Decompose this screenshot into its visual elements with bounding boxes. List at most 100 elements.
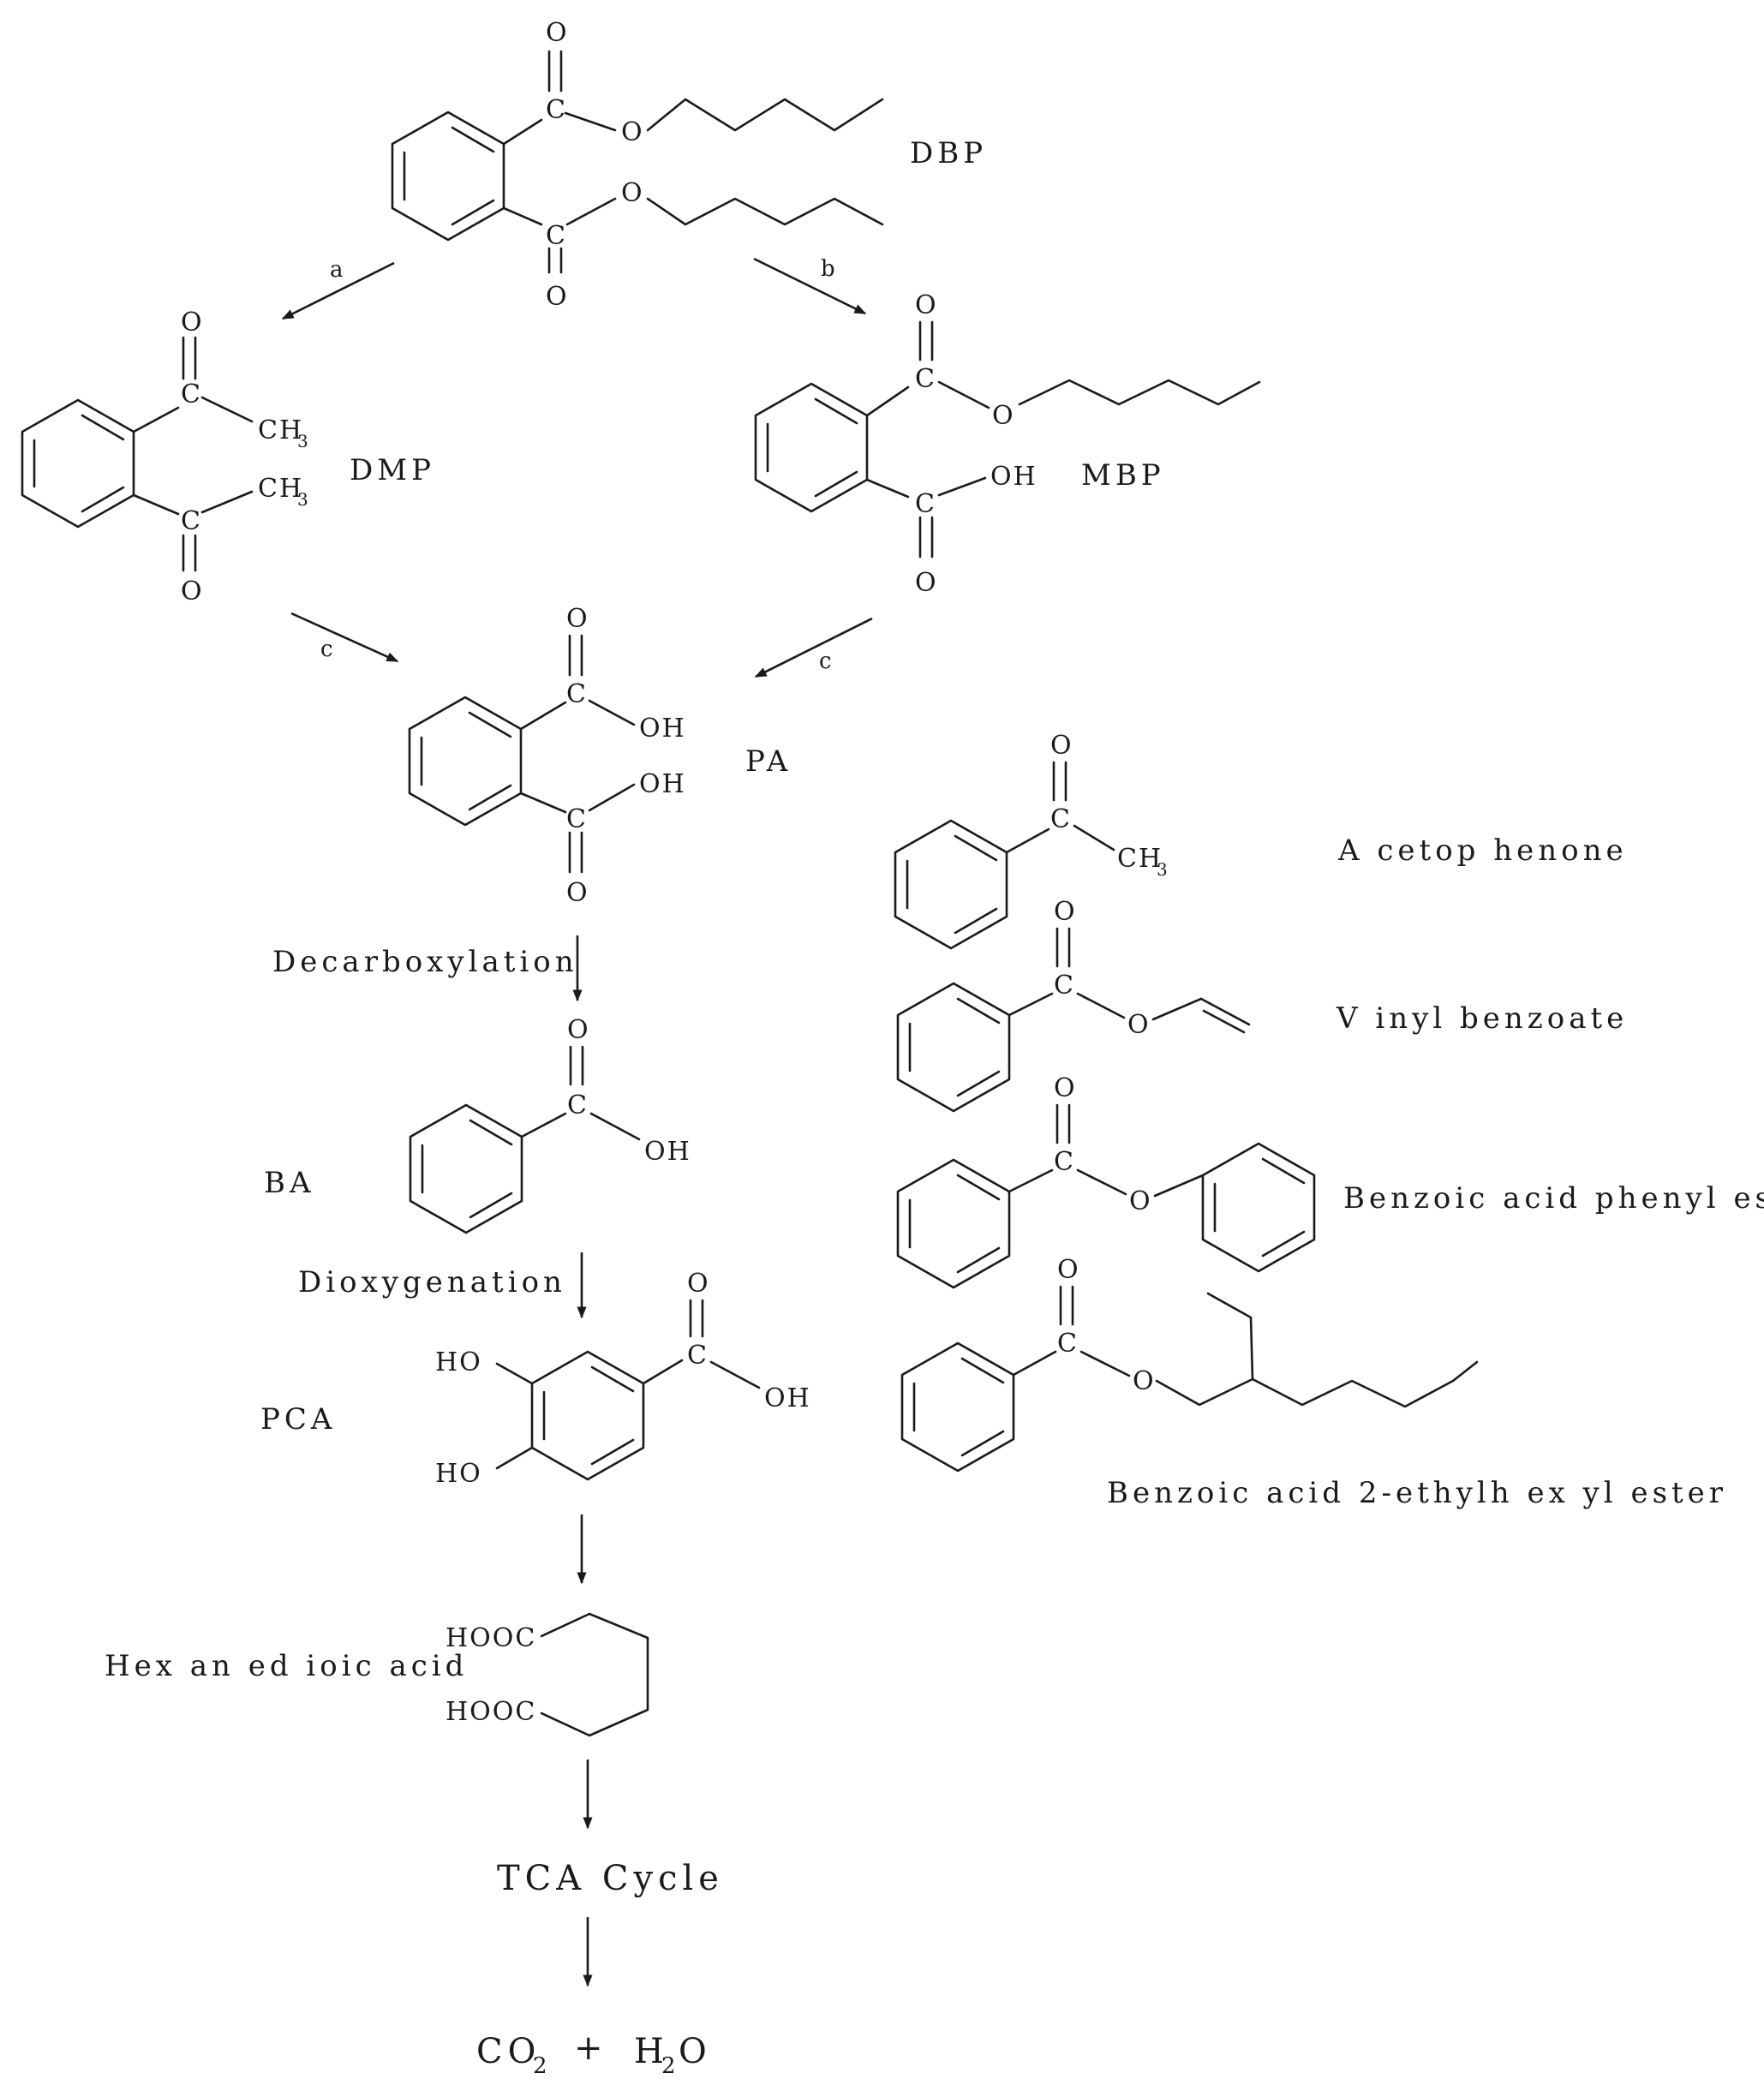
arrow-c-left bbox=[290, 612, 399, 663]
arrow-b bbox=[753, 257, 867, 315]
atom-label: O bbox=[915, 568, 938, 598]
step-label-c-left: c bbox=[320, 636, 333, 662]
atom-label: O bbox=[621, 117, 644, 147]
step-label-c-right: c bbox=[819, 648, 832, 674]
vinyl-benzoate-label: V inyl benzoate bbox=[1336, 1001, 1628, 1036]
ba-structure: O C OH BA bbox=[264, 1015, 691, 1234]
atom-label: O bbox=[567, 1015, 590, 1045]
plus-sign: + bbox=[574, 2028, 608, 2068]
h2o-o: O bbox=[679, 2032, 712, 2071]
atom-label: C bbox=[1054, 1147, 1075, 1177]
ba-benzene-ring bbox=[409, 1103, 523, 1234]
step-label-b: b bbox=[821, 256, 835, 282]
pca-structure: O C OH HO HO PCA bbox=[260, 1269, 811, 1489]
ethylhexyl-ester-structure: O C O Benzoic acid 2-ethylh ex yl ester bbox=[900, 1255, 1727, 1510]
atom-label: O bbox=[181, 308, 204, 338]
pa-label: PA bbox=[745, 744, 792, 779]
atom-label: OH bbox=[639, 714, 686, 744]
atom-label: C bbox=[1057, 1329, 1079, 1359]
co2-label: CO bbox=[476, 2032, 541, 2071]
atom-label: CH bbox=[258, 474, 303, 504]
mbp-structure: O C O OH C O MBP bbox=[754, 290, 1261, 598]
atom-label: HOOC bbox=[445, 1697, 536, 1727]
pca-benzene-ring bbox=[530, 1350, 645, 1481]
atom-label: OH bbox=[764, 1383, 811, 1413]
atom-label: O bbox=[1133, 1366, 1156, 1396]
phenyl-ester-benzene-ring-right bbox=[1201, 1142, 1316, 1273]
atom-label: OH bbox=[644, 1137, 691, 1167]
vinyl-benzoate-benzene-ring bbox=[896, 982, 1011, 1113]
hexanedioic-structure: HOOC HOOC Hex an ed ioic acid bbox=[105, 1612, 649, 1737]
atom-label: O bbox=[566, 878, 589, 908]
phenyl-ester-label: Benzoic acid phenyl ester bbox=[1343, 1181, 1764, 1216]
atom-label: C bbox=[181, 506, 202, 536]
co2-subscript: 2 bbox=[533, 2053, 553, 2079]
ba-label: BA bbox=[264, 1166, 315, 1200]
atom-label: O bbox=[1057, 1255, 1080, 1285]
h2o-subscript: 2 bbox=[661, 2053, 681, 2079]
atom-label: C bbox=[1054, 971, 1075, 1001]
atom-label: C bbox=[566, 679, 588, 709]
atom-label: C bbox=[181, 379, 202, 409]
phenyl-ester-structure: O C O Benzoic acid phenyl ester bbox=[896, 1073, 1764, 1289]
atom-label: O bbox=[915, 290, 938, 320]
step-decarboxylation: Decarboxylation bbox=[272, 945, 578, 979]
ethylhexyl-ester-benzene-ring bbox=[900, 1341, 1015, 1473]
mbp-label: MBP bbox=[1081, 458, 1165, 493]
atom-label: CH bbox=[258, 415, 303, 445]
phenyl-ester-benzene-ring-left bbox=[896, 1158, 1011, 1289]
h2o-h: H bbox=[634, 2032, 669, 2071]
tca-cycle-label: TCA Cycle bbox=[497, 1859, 724, 1898]
pa-structure: O C OH OH C O PA bbox=[408, 604, 792, 908]
arrow-c-right bbox=[754, 617, 873, 678]
dbp-structure: O C O O C O DBP bbox=[391, 18, 987, 312]
dbp-label: DBP bbox=[910, 136, 987, 170]
atom-label: 3 bbox=[297, 431, 310, 451]
atom-label: HOOC bbox=[445, 1623, 536, 1653]
atom-label: O bbox=[566, 604, 589, 634]
dmp-label: DMP bbox=[350, 453, 435, 487]
dmp-benzene-ring bbox=[21, 398, 135, 529]
atom-label: O bbox=[1054, 897, 1077, 927]
atom-label: C bbox=[546, 95, 567, 125]
atom-label: O bbox=[1129, 1186, 1152, 1216]
atom-label: HO bbox=[435, 1459, 482, 1489]
atom-label: O bbox=[1127, 1010, 1151, 1040]
atom-label: OH bbox=[639, 769, 686, 799]
atom-label: O bbox=[181, 577, 204, 606]
acetophenone-structure: O C CH 3 A cetop henone bbox=[894, 731, 1628, 950]
atom-label: O bbox=[1050, 731, 1073, 761]
atom-label: C bbox=[915, 364, 936, 394]
pa-benzene-ring bbox=[408, 696, 523, 827]
atom-label: O bbox=[546, 18, 569, 48]
ethylhexyl-ester-label: Benzoic acid 2-ethylh ex yl ester bbox=[1107, 1476, 1727, 1510]
hexanedioic-label: Hex an ed ioic acid bbox=[105, 1649, 468, 1683]
atom-label: O bbox=[621, 178, 644, 208]
atom-label: C bbox=[915, 489, 936, 519]
mbp-benzene-ring bbox=[754, 382, 869, 513]
acetophenone-label: A cetop henone bbox=[1337, 833, 1628, 868]
pca-label: PCA bbox=[260, 1402, 336, 1437]
atom-label: O bbox=[992, 401, 1015, 431]
atom-label: 3 bbox=[1157, 859, 1169, 880]
vinyl-benzoate-structure: O C O V inyl benzoate bbox=[896, 897, 1628, 1113]
atom-label: CH bbox=[1117, 844, 1163, 874]
step-label-a: a bbox=[330, 257, 344, 283]
step-dioxygenation: Dioxygenation bbox=[298, 1265, 566, 1299]
dbp-benzene-ring bbox=[391, 111, 505, 242]
dmp-structure: O C CH 3 CH 3 C O DMP bbox=[21, 308, 435, 606]
atom-label: C bbox=[1050, 804, 1072, 834]
atom-label: O bbox=[687, 1269, 710, 1299]
atom-label: OH bbox=[990, 462, 1037, 492]
atom-label: 3 bbox=[297, 489, 310, 510]
atom-label: C bbox=[546, 221, 567, 251]
acetophenone-benzene-ring bbox=[894, 819, 1008, 950]
arrow-a bbox=[281, 261, 395, 320]
atom-label: O bbox=[546, 282, 569, 312]
atom-label: C bbox=[567, 1090, 589, 1120]
atom-label: C bbox=[566, 804, 588, 834]
atom-label: C bbox=[687, 1341, 709, 1371]
atom-label: HO bbox=[435, 1347, 482, 1377]
atom-label: O bbox=[1054, 1073, 1077, 1103]
